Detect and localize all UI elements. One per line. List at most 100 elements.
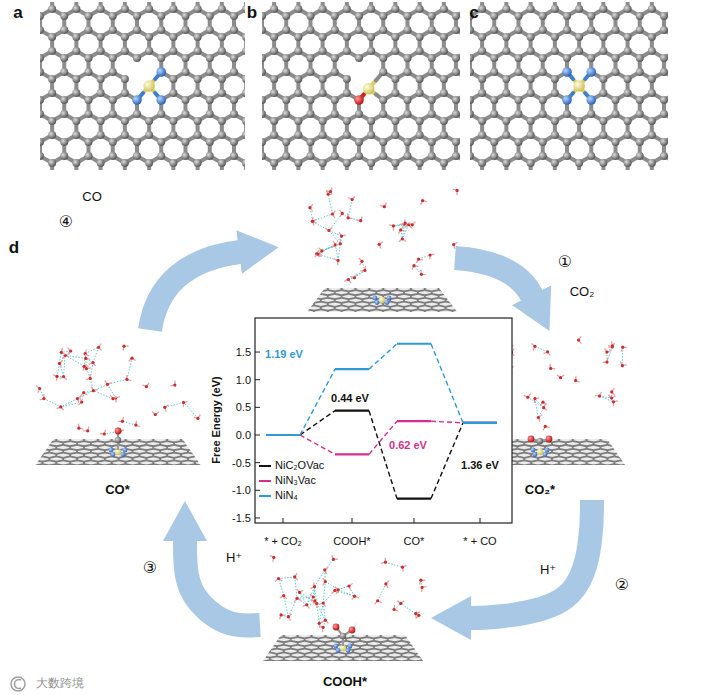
oxygen-atom [359, 219, 362, 222]
atom [294, 159, 302, 167]
atom [331, 54, 339, 62]
carbon-bond [397, 302, 404, 303]
carbon-bond [368, 311, 370, 314]
nickel-atom [573, 80, 585, 92]
atom [551, 47, 559, 55]
atom [648, 89, 656, 97]
graphene-sheet [470, 2, 668, 170]
atom [133, 26, 141, 34]
carbon-bond [432, 279, 439, 280]
carbon-bond [376, 286, 383, 287]
atom [270, 89, 278, 97]
atom [331, 138, 339, 146]
atom [72, 47, 80, 55]
atom [355, 138, 363, 146]
reaction-cycle-snapshots [8, 187, 670, 669]
carbon-bond [573, 430, 580, 431]
atom [587, 152, 595, 160]
carbon-bond [397, 313, 404, 314]
atom [72, 131, 80, 139]
carbon-bond [403, 284, 405, 287]
atom [84, 26, 92, 34]
hydrogen-bond [329, 213, 342, 230]
carbon-bond [431, 284, 433, 287]
atom [648, 131, 656, 139]
atom [648, 47, 656, 55]
carbon-bond [425, 313, 432, 314]
carbon-bond [327, 311, 329, 314]
carbon-bond [411, 313, 418, 314]
atom [452, 152, 460, 160]
oxygen-atom [533, 345, 536, 348]
carbon-bond [566, 433, 573, 434]
atom [282, 26, 290, 34]
carbon-bond [376, 309, 383, 310]
carbon-bond [342, 302, 349, 303]
atom [428, 110, 436, 118]
carbon-bond [300, 290, 307, 291]
carbon-bond [286, 279, 293, 280]
atom [40, 96, 44, 104]
carbon-bond [293, 305, 300, 306]
carbon-bond [285, 311, 287, 314]
atom [648, 5, 656, 13]
oxygen-atom [549, 367, 552, 370]
carbon-bond [552, 430, 559, 431]
atom [97, 89, 105, 97]
atom [527, 33, 535, 41]
atom [262, 96, 266, 104]
carbon-bond [417, 314, 419, 317]
carbon-bond [286, 286, 293, 287]
carbon-bond [425, 294, 432, 295]
carbon-bond [445, 314, 447, 317]
atom [428, 12, 436, 20]
atom [470, 152, 474, 160]
atom [194, 47, 202, 55]
carbon-bond [439, 305, 446, 306]
carbon-bond [459, 299, 461, 302]
carbon-bond [397, 286, 404, 287]
nickel-atom [143, 80, 155, 92]
carbon-bond [459, 284, 461, 287]
atom [145, 159, 153, 167]
atom [230, 96, 238, 104]
carbon-bond [285, 280, 287, 283]
atom [527, 75, 535, 83]
atom [133, 54, 141, 62]
carbon-bond [452, 280, 454, 283]
atom [403, 110, 411, 118]
atom [527, 89, 535, 97]
carbon-bond [321, 286, 328, 287]
atom [587, 54, 595, 62]
oxygen-atom [420, 273, 423, 276]
carbon-bond [342, 309, 349, 310]
oxygen-atom [353, 276, 356, 279]
atom [379, 152, 387, 160]
carbon-bond [306, 307, 308, 310]
atom [367, 33, 375, 41]
hydrogen-bond [600, 396, 614, 402]
oxygen-atom [621, 346, 624, 349]
atom [379, 110, 387, 118]
carbon-bond [432, 305, 439, 306]
atom [478, 33, 486, 41]
hydrogen-bond [538, 408, 543, 418]
carbon-bond [396, 280, 398, 283]
atom [40, 110, 44, 118]
atom [306, 54, 314, 62]
carbon-bond [376, 313, 383, 314]
atom [611, 54, 619, 62]
atom [599, 33, 607, 41]
atom [206, 54, 214, 62]
carbon-bond [355, 305, 362, 306]
atom [586, 67, 596, 77]
atom [416, 75, 424, 83]
carbon-bond [566, 430, 573, 431]
carbon-bond [424, 311, 426, 314]
atom [48, 75, 56, 83]
atom [611, 152, 619, 160]
atom [355, 152, 363, 160]
atom [282, 54, 290, 62]
carbon-bond [432, 313, 439, 314]
carbon-bond [486, 307, 488, 310]
